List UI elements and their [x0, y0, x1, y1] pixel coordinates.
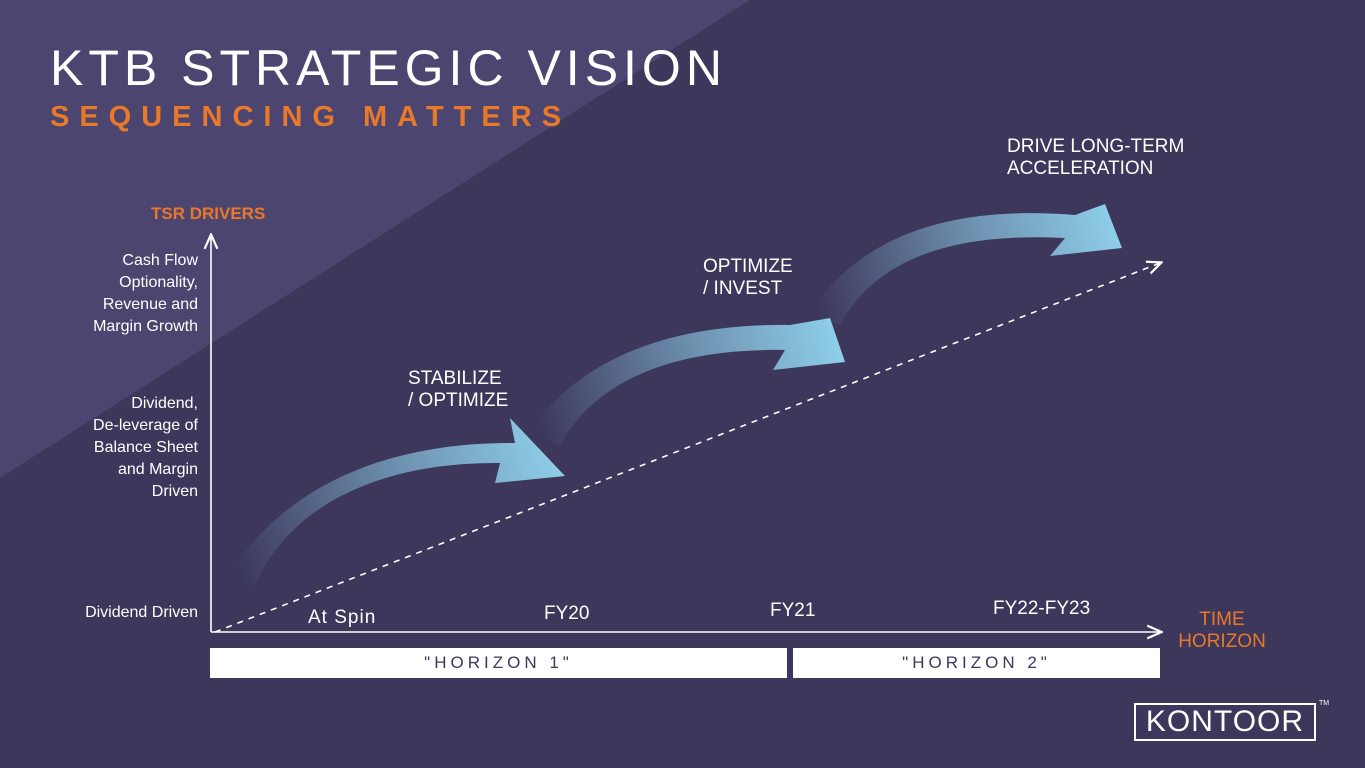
background-band [0, 0, 750, 478]
arrow-stabilize [225, 418, 565, 585]
trademark-mark: TM [1319, 700, 1330, 707]
phase-optimize-label: OPTIMIZE / INVEST [703, 256, 793, 299]
x-axis-title: TIME HORIZON [1178, 609, 1266, 652]
trend-line [214, 263, 1160, 633]
kontoor-logo: KONTOOR [1134, 703, 1316, 741]
phase-acceleration-label: DRIVE LONG-TERM ACCELERATION [1007, 136, 1185, 179]
x-tick-fy21: FY21 [770, 600, 816, 621]
y-level-top: Cash Flow Optionality, Revenue and Margi… [93, 252, 198, 335]
y-level-bottom: Dividend Driven [85, 604, 198, 621]
y-level-middle: Dividend, De-leverage of Balance Sheet a… [93, 395, 198, 500]
horizon-1-bar: "HORIZON 1" [210, 648, 787, 678]
arrow-optimize [528, 318, 845, 445]
x-tick-at-spin: At Spin [308, 607, 377, 628]
x-tick-fy22-fy23: FY22-FY23 [993, 598, 1091, 619]
x-tick-fy20: FY20 [544, 603, 590, 624]
page-title: KTB STRATEGIC VISION [50, 40, 727, 96]
y-axis-title: TSR DRIVERS [151, 204, 266, 223]
arrow-acceleration [808, 204, 1122, 325]
page-subtitle: SEQUENCING MATTERS [50, 101, 572, 133]
phase-stabilize-label: STABILIZE / OPTIMIZE [408, 368, 509, 411]
horizon-2-bar: "HORIZON 2" [793, 648, 1160, 678]
